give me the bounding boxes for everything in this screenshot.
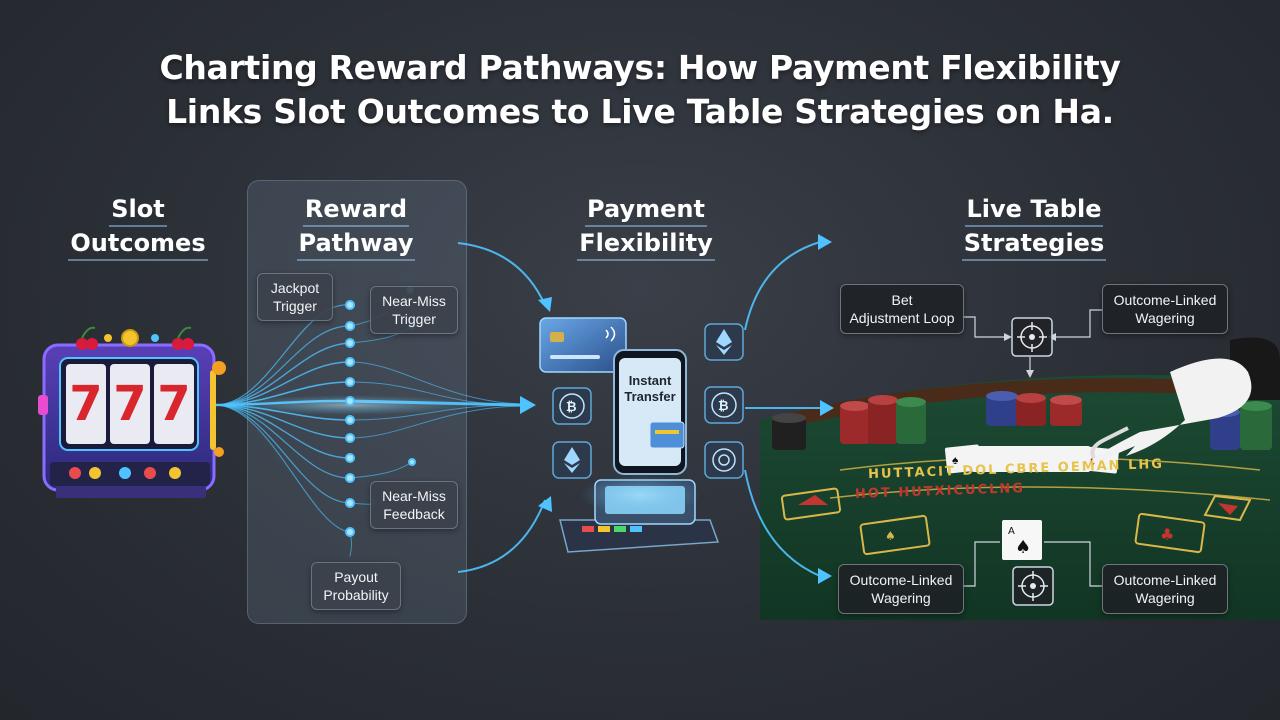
token-icon-right bbox=[704, 441, 744, 479]
chip-stack-green bbox=[896, 397, 926, 444]
target-icon-top bbox=[1011, 317, 1053, 357]
slot-machine bbox=[38, 326, 226, 498]
heading-slot-outcomes: Slot Outcomes bbox=[58, 193, 218, 261]
betting-spot-far-right bbox=[1203, 494, 1252, 522]
coin-icon bbox=[121, 329, 139, 347]
heading-live-table-strategies: Live Table Strategies bbox=[944, 193, 1124, 261]
chip-stacks bbox=[772, 391, 1272, 450]
betting-spot-center-left: ♠ bbox=[859, 514, 931, 556]
chip-stack-red-3 bbox=[1016, 393, 1046, 426]
chip-stack-black bbox=[772, 413, 806, 450]
cherry-icon-left bbox=[76, 326, 98, 350]
svg-text:♠: ♠ bbox=[1015, 537, 1031, 558]
reel-3 bbox=[154, 364, 194, 444]
slot-glow-streams bbox=[213, 289, 522, 557]
title-line-2: Links Slot Outcomes to Live Table Strate… bbox=[166, 92, 1114, 131]
dealer-glove bbox=[1090, 337, 1280, 464]
flow-arrows bbox=[457, 241, 821, 577]
reel-2 bbox=[110, 364, 150, 444]
main-stream-arrowhead bbox=[520, 396, 536, 414]
svg-text:♠: ♠ bbox=[885, 529, 896, 543]
reel-1 bbox=[66, 364, 106, 444]
chip-stack-red-1 bbox=[840, 401, 870, 444]
target-icon-bottom bbox=[1012, 566, 1054, 606]
betting-spot-right: ♣ bbox=[1134, 512, 1206, 554]
center-card: A ♠ bbox=[1002, 520, 1042, 560]
title-line-1: Charting Reward Pathways: How Payment Fl… bbox=[159, 48, 1121, 87]
strategy-connectors bbox=[962, 309, 1102, 587]
svg-text:♠: ♠ bbox=[952, 453, 959, 467]
cherry-icon-right bbox=[172, 326, 194, 350]
ethereum-icon-right bbox=[704, 323, 744, 361]
flow-arrowheads bbox=[538, 234, 834, 584]
chip-stack-red-4 bbox=[1050, 395, 1082, 426]
chip-stack-blue bbox=[986, 391, 1018, 426]
reel-symbol-3: 7 bbox=[157, 376, 191, 432]
bitcoin-icon-left: ₿ bbox=[552, 387, 592, 425]
diagram-title: Charting Reward Pathways: How Payment Fl… bbox=[0, 46, 1280, 134]
smartphone bbox=[613, 349, 687, 475]
bitcoin-icon-right: ₿ bbox=[704, 386, 744, 424]
svg-text:♣: ♣ bbox=[1160, 525, 1174, 544]
terminal-glow bbox=[580, 475, 700, 515]
heading-payment-flexibility: Payment Flexibility bbox=[556, 193, 736, 261]
svg-text:A: A bbox=[1008, 526, 1015, 537]
mini-card-icon bbox=[649, 421, 685, 449]
reel-symbol-2: 7 bbox=[113, 376, 147, 432]
heading-reward-pathway: Reward Pathway bbox=[266, 193, 446, 261]
svg-text:₿: ₿ bbox=[566, 400, 577, 415]
credit-card-icon bbox=[539, 317, 627, 373]
chip-stack-red-2 bbox=[868, 395, 898, 444]
dealt-cards: ♠ ♥ A ♠ bbox=[944, 444, 1119, 560]
svg-text:₿: ₿ bbox=[718, 399, 729, 414]
reel-symbol-1: 7 bbox=[69, 376, 103, 432]
betting-spot-left bbox=[780, 487, 842, 521]
chip-stack-right-2 bbox=[1240, 401, 1272, 450]
ethereum-icon-left bbox=[552, 441, 592, 479]
